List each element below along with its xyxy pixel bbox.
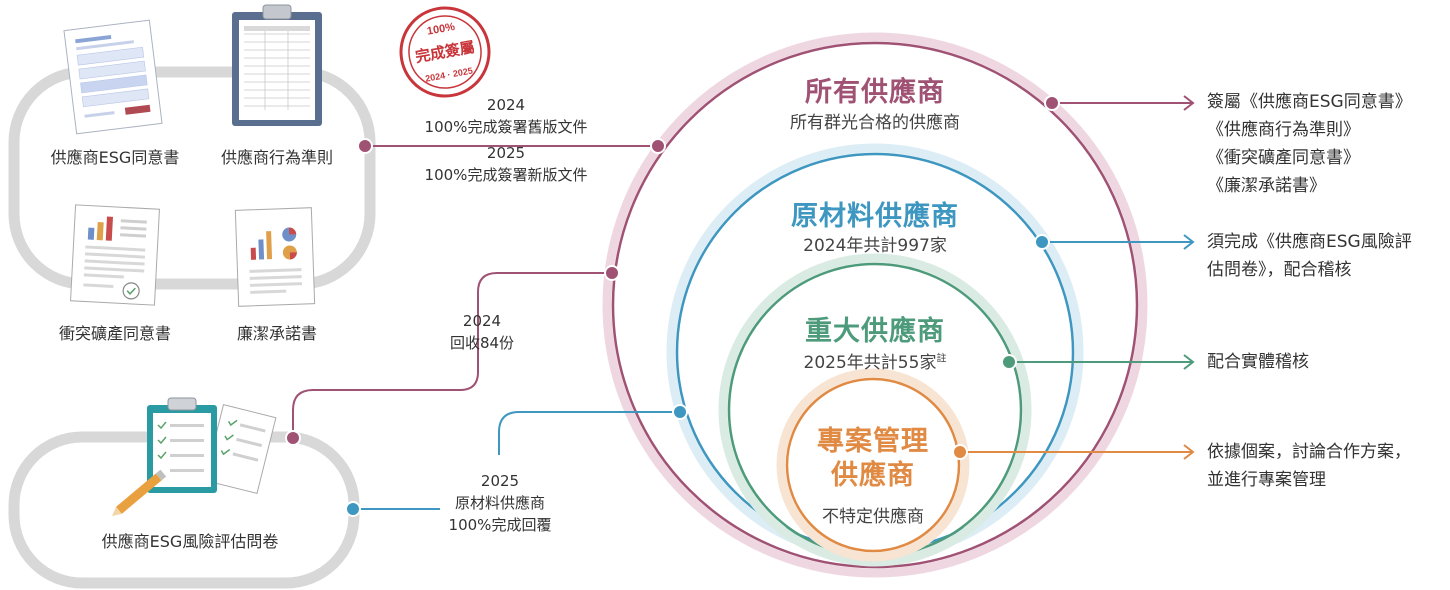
requirement-arrow [952, 444, 1195, 460]
signing-status-2024: 100%完成簽署舊版文件 [424, 118, 588, 136]
recovery-2024-year: 2024 [462, 312, 502, 330]
tier-title-project-line1: 專案管理 [817, 426, 929, 457]
requirement-line: 配合實體稽核 [1207, 352, 1309, 372]
requirement-all-suppliers: 簽屬《供應商ESG同意書》 《供應商行為準則》 《衝突礦產同意書》 《廉潔承諾書… [1207, 88, 1412, 200]
tier-title-project: 專案管理 供應商 [817, 425, 929, 493]
recovery-2025-year: 2025 [480, 472, 520, 490]
all-suppliers-circle [602, 32, 1148, 578]
svg-text:100%: 100% [426, 21, 456, 38]
requirement-line: 《廉潔承諾書》 [1207, 176, 1326, 196]
signing-year-2024: 2024 [486, 96, 526, 114]
requirement-line: 《衝突礦產同意書》 [1207, 148, 1360, 168]
connector-dot [650, 138, 666, 154]
report-document-icon [70, 204, 160, 306]
recovery-2024-count: 回收84份 [449, 334, 515, 352]
document-label-esg-consent: 供應商ESG同意書 [50, 148, 180, 167]
tier-title-major: 重大供應商 [805, 316, 945, 347]
requirement-project: 依據個案，討論合作方案， 並進行專案管理 [1207, 438, 1411, 494]
document-label-code-of-conduct: 供應商行為準則 [220, 148, 334, 167]
requirement-raw-material: 須完成《供應商ESG風險評 估問卷》，配合稽核 [1207, 228, 1412, 284]
checklist-clipboard-icon [111, 397, 277, 517]
requirement-line: 《供應商行為準則》 [1207, 120, 1360, 140]
project-suppliers-circle [776, 368, 970, 562]
form-document-icon [63, 19, 163, 135]
tier-title-all-suppliers: 所有供應商 [805, 77, 945, 108]
questionnaire-label: 供應商ESG風險評估問卷 [101, 532, 279, 551]
tier-footnote-marker: 註 [936, 353, 947, 365]
connector-dot [672, 404, 688, 420]
chart-document-icon [234, 207, 316, 307]
requirement-line: 依據個案，討論合作方案， [1207, 442, 1411, 462]
recovery-2025: 2025 原材料供應商 100%完成回覆 [449, 470, 552, 536]
tier-subtitle-major-text: 2025年共計55家 [803, 353, 937, 373]
tier-title-raw-material: 原材料供應商 [791, 201, 959, 232]
connector-dot [357, 138, 373, 154]
connector-dot [285, 430, 301, 446]
major-suppliers-circle [718, 253, 1032, 567]
requirement-major: 配合實體稽核 [1207, 348, 1309, 376]
requirement-line: 並進行專案管理 [1207, 470, 1326, 490]
document-label-conflict-minerals: 衝突礦產同意書 [58, 324, 172, 343]
signing-status: 2024 100%完成簽署舊版文件 2025 100%完成簽署新版文件 [425, 94, 588, 186]
recovery-2024: 2024 回收84份 [450, 310, 514, 354]
signing-year-2025: 2025 [486, 144, 526, 162]
recovery-2025-scope: 原材料供應商 [454, 494, 546, 512]
document-track-loop [8, 66, 376, 290]
tier-subtitle-raw-material: 2024年共計997家 [803, 236, 947, 256]
completion-stamp-icon: 100% 完成簽屬 2024 · 2025 [399, 6, 491, 98]
tier-title-project-line2: 供應商 [831, 460, 915, 491]
connector-dot [345, 501, 361, 517]
requirement-line: 須完成《供應商ESG風險評 [1207, 232, 1412, 252]
requirement-arrow [1001, 354, 1195, 370]
requirement-arrow [1034, 234, 1195, 250]
requirement-line: 估問卷》，配合稽核 [1207, 260, 1352, 280]
requirement-arrow [1044, 95, 1195, 111]
signing-status-2025: 100%完成簽署新版文件 [424, 166, 588, 184]
tier-subtitle-project: 不特定供應商 [822, 507, 924, 527]
tier-subtitle-major: 2025年共計55家註 [804, 348, 947, 373]
connector-dot [604, 265, 620, 281]
tier-subtitle-all-suppliers: 所有群光合格的供應商 [790, 113, 960, 133]
svg-text:完成簽屬: 完成簽屬 [414, 38, 476, 66]
document-label-integrity-pledge: 廉潔承諾書 [236, 324, 318, 343]
requirement-line: 簽屬《供應商ESG同意書》 [1207, 92, 1412, 112]
recovery-2025-status: 100%完成回覆 [448, 516, 552, 534]
clipboard-document-icon [232, 4, 322, 126]
